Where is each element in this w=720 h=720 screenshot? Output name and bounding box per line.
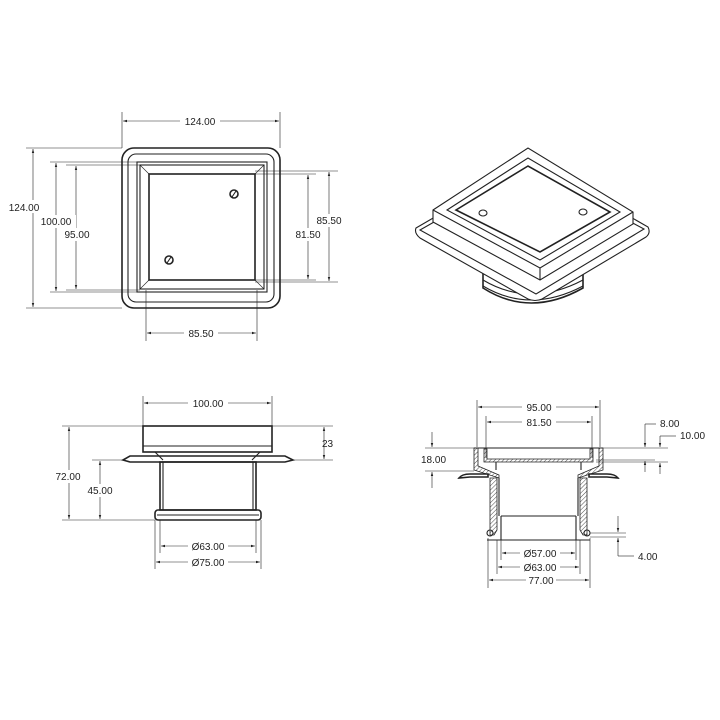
dim-front-body-height: 45.00: [87, 486, 112, 497]
dim-section-lip-a: 8.00: [660, 419, 680, 430]
dim-front-lid-height: 23: [322, 439, 334, 450]
frame: [136, 161, 268, 293]
frame-inner: [139, 164, 265, 290]
dim-section-top-width: 95.00: [526, 403, 551, 414]
flange: [120, 455, 296, 463]
iso-frame: [432, 147, 634, 281]
dim-front-dia-outer: Ø75.00: [192, 558, 225, 569]
dim-section-dia-57: Ø57.00: [524, 549, 557, 560]
flange-inner-edge: [127, 153, 275, 303]
section-view: 95.00 81.50 18.00 8.00 10.00 4.00 Ø57.00…: [421, 400, 705, 588]
dim-front-lid-width: 100.00: [193, 399, 224, 410]
bottom-ring: [154, 509, 262, 521]
section-flange: [457, 473, 620, 479]
dim-top-height-inner: 95.00: [64, 230, 89, 241]
screw-icon: [578, 208, 588, 216]
iso-body: [482, 270, 584, 304]
front-view: 100.00 23 72.00 45.00 Ø63.00 Ø75.00: [50, 396, 334, 569]
dim-top-right-outer: 85.50: [316, 216, 341, 227]
top-view: 124.00 124.00 100.00 95.00 81.50 85.50 8…: [2, 112, 345, 341]
screw-icon: [164, 255, 174, 265]
lid: [142, 425, 273, 453]
grate-section: [483, 448, 594, 463]
dim-top-right-inner: 81.50: [295, 230, 320, 241]
dim-section-ring: 4.00: [638, 552, 658, 563]
dim-top-height-overall: 124.00: [9, 203, 40, 214]
dim-top-width: 124.00: [185, 117, 216, 128]
dim-section-inner-width: 81.50: [526, 418, 551, 429]
grate-plate: [148, 173, 256, 281]
body: [159, 461, 257, 511]
dim-top-height-frame: 100.00: [41, 217, 72, 228]
dim-front-total-height: 72.00: [55, 472, 80, 483]
dim-section-dia-63: Ø63.00: [524, 563, 557, 574]
isometric-view: [414, 147, 650, 304]
screw-icon: [478, 209, 488, 217]
dim-top-bottom-plate: 85.50: [188, 329, 213, 340]
o-ring: [486, 529, 494, 537]
iso-grate: [454, 165, 612, 253]
screw-icon: [229, 189, 239, 199]
dim-front-dia-inner: Ø63.00: [192, 542, 225, 553]
outer-flange: [121, 147, 281, 309]
dim-section-width-77: 77.00: [528, 576, 553, 587]
dim-section-lip-b: 10.00: [680, 431, 705, 442]
dim-section-depth: 18.00: [421, 455, 446, 466]
